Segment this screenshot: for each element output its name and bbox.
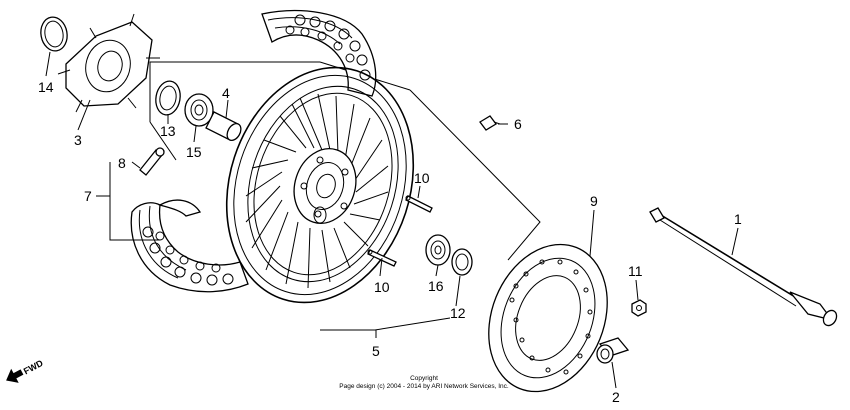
callout-1: 1 bbox=[734, 211, 742, 227]
callout-2: 2 bbox=[612, 389, 620, 405]
callout-15: 15 bbox=[186, 144, 202, 160]
spacer-4 bbox=[205, 111, 242, 142]
bearing-16 bbox=[425, 234, 451, 266]
leader-lines bbox=[45, 51, 739, 389]
collar-2 bbox=[596, 337, 630, 364]
callout-10-lower: 10 bbox=[374, 279, 390, 295]
callout-7: 7 bbox=[84, 188, 92, 204]
callout-16: 16 bbox=[428, 278, 444, 294]
callout-8: 8 bbox=[118, 155, 126, 171]
fwd-arrow-icon bbox=[6, 368, 24, 383]
weight-10-upper bbox=[405, 195, 433, 213]
callout-3: 3 bbox=[74, 132, 82, 148]
wheel-spokes bbox=[245, 93, 389, 289]
axle-1 bbox=[649, 207, 838, 327]
assembly-outline bbox=[149, 61, 541, 331]
o-ring-13 bbox=[155, 80, 181, 116]
bearing-15 bbox=[184, 93, 214, 127]
tire bbox=[130, 9, 377, 293]
brake-disc-9 bbox=[488, 243, 608, 393]
disc-holes bbox=[509, 259, 593, 375]
copyright-line-1: Copyright bbox=[410, 375, 438, 382]
callout-5: 5 bbox=[372, 343, 380, 359]
upper-tread-pattern bbox=[285, 14, 371, 81]
copyright-line-2: Page design (c) 2004 - 2014 by ARI Netwo… bbox=[339, 383, 509, 390]
callout-13: 13 bbox=[160, 123, 176, 139]
callout-9: 9 bbox=[590, 193, 598, 209]
hub-flange bbox=[57, 13, 160, 113]
callouts: 1 2 3 4 5 6 7 8 9 10 10 11 12 13 14 15 1… bbox=[38, 79, 742, 405]
fwd-label: FWD bbox=[22, 358, 45, 377]
callout-11: 11 bbox=[628, 263, 643, 279]
callout-12: 12 bbox=[450, 305, 466, 321]
callout-6: 6 bbox=[514, 116, 522, 132]
wheel bbox=[225, 66, 415, 304]
lower-tread-pattern bbox=[142, 226, 234, 286]
nut-11 bbox=[631, 299, 647, 317]
callout-4: 4 bbox=[222, 85, 230, 101]
callout-10-upper: 10 bbox=[414, 170, 430, 186]
bolt-6 bbox=[479, 115, 501, 131]
valve-8 bbox=[139, 147, 165, 176]
fwd-indicator: FWD bbox=[6, 358, 45, 383]
seal-12 bbox=[451, 248, 473, 276]
callout-14: 14 bbox=[38, 79, 54, 95]
